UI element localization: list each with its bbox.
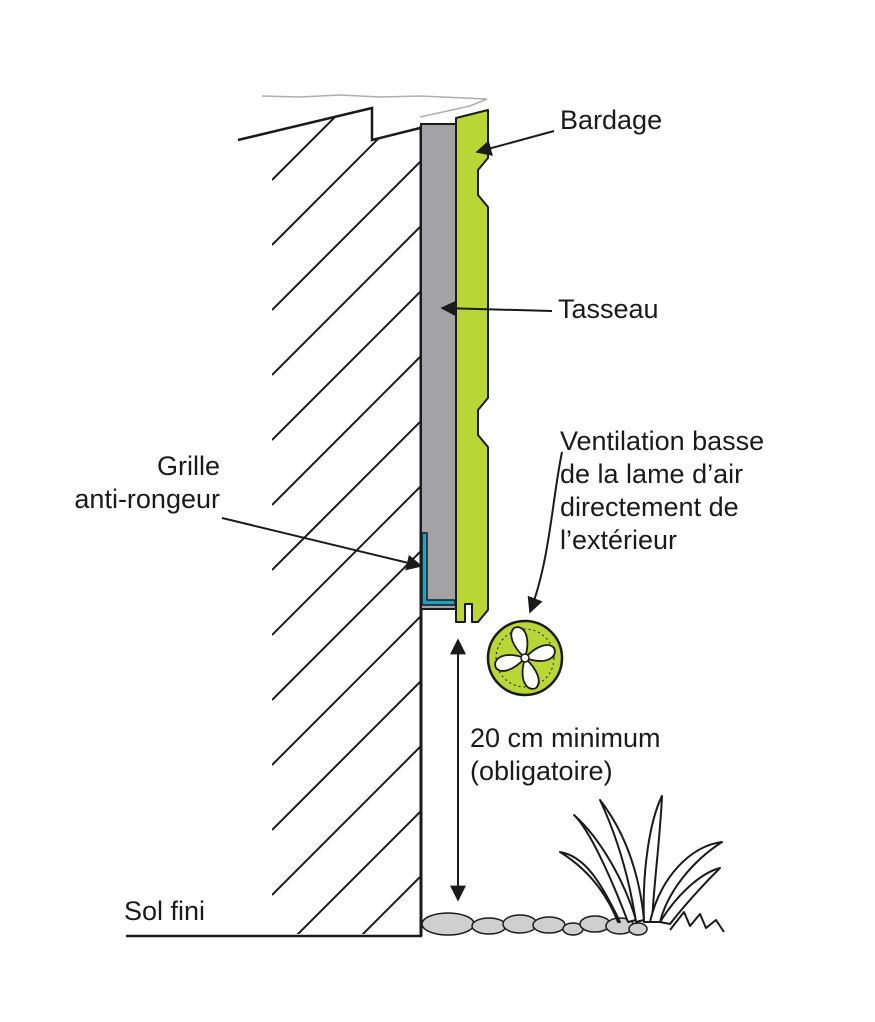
bardage-arrow	[475, 130, 555, 156]
label-ventilation: Ventilation basse de la lame d’air direc…	[560, 426, 765, 555]
label-sol-fini: Sol fini	[124, 896, 206, 926]
fan-icon	[486, 619, 564, 697]
grass-icon	[559, 795, 725, 933]
grille-anti-rongeur	[421, 532, 456, 606]
tasseau-batten	[420, 123, 457, 610]
leader-arrows	[221, 130, 563, 902]
bardage-cladding	[455, 109, 489, 623]
label-distance: 20 cm minimum (obligatoire)	[470, 723, 661, 786]
grille-arrow	[221, 517, 423, 571]
label-tasseau: Tasseau	[558, 294, 659, 324]
label-bardage: Bardage	[560, 105, 663, 135]
label-grille-anti-rongeur: Grille anti-rongeur	[74, 451, 220, 514]
pebbles-icon	[421, 912, 648, 936]
tasseau-arrow	[440, 300, 553, 317]
ventilation-arrow	[527, 451, 563, 614]
